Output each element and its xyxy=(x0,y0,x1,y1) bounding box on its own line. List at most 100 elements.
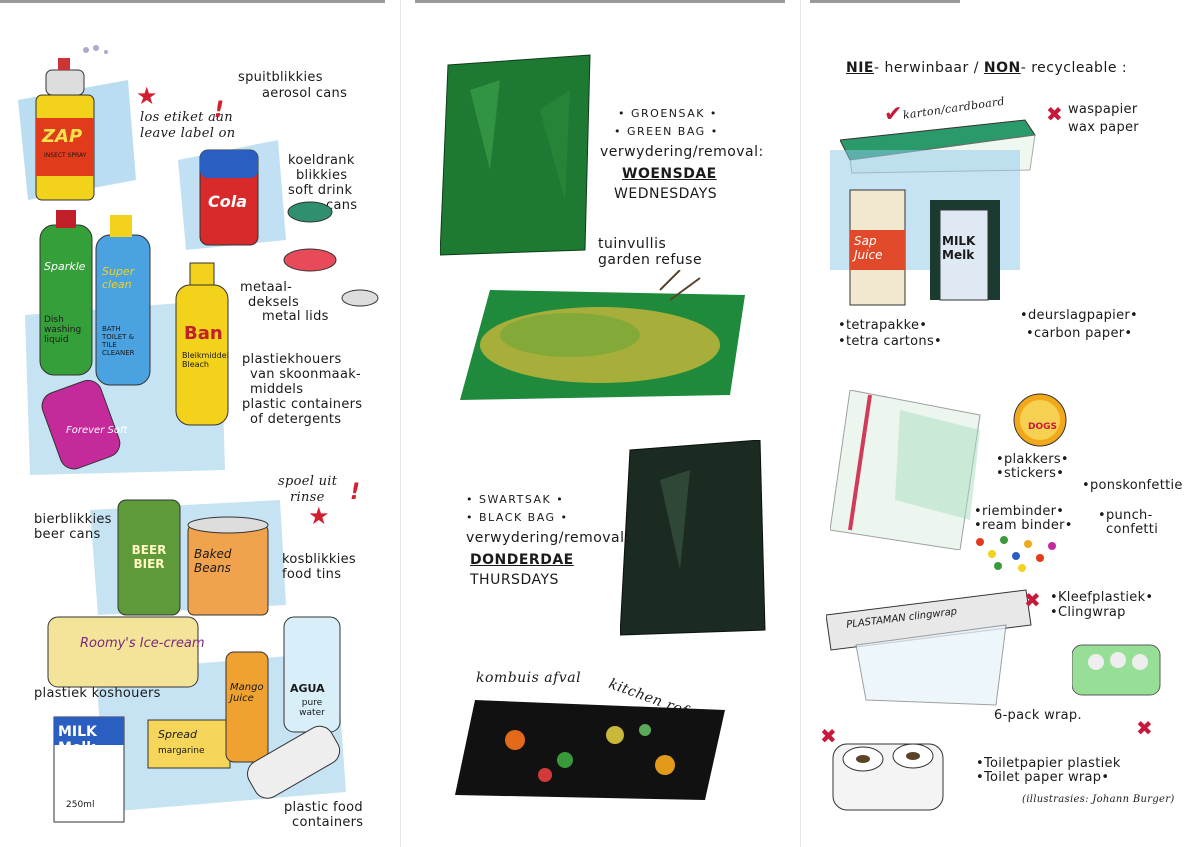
green-bag-en: • GREEN BAG • xyxy=(614,125,719,138)
detergent-b2-sub: BATH TOILET & TILE CLEANER xyxy=(102,325,135,357)
detergents-af-2: van skoonmaak- xyxy=(250,367,362,382)
detergents-en-2: of detergents xyxy=(250,412,342,427)
detergent-b1: Sparkle xyxy=(44,260,86,273)
milk-carton-label: MILK Melk xyxy=(58,724,97,756)
carbon-en: •carbon paper• xyxy=(1026,326,1133,341)
wax-af: waspapier xyxy=(1068,102,1138,117)
kitchen-refuse-af: kombuis afval xyxy=(476,670,582,686)
spread-label: Spread xyxy=(158,728,197,741)
milk-size: 250ml xyxy=(66,800,95,810)
black-removal: verwydering/removal: xyxy=(466,530,630,546)
top-edge-middle xyxy=(415,0,785,3)
beer-af: bierblikkies xyxy=(34,512,112,527)
food-tin-label: Baked Beans xyxy=(194,547,232,575)
aerosol-brand: ZAP xyxy=(42,126,83,147)
tetra-juice-label: Sap Juice xyxy=(854,234,883,262)
tins-en: food tins xyxy=(282,567,342,582)
green-day-en: WEDNESDAYS xyxy=(614,186,718,202)
six-pack-label: 6-pack wrap. xyxy=(994,708,1082,723)
beer-en: beer cans xyxy=(34,527,101,542)
toilet-paper-illustration xyxy=(828,734,948,814)
x-icon-left: ✖ xyxy=(820,724,837,748)
tetra-af: •tetrapakke• xyxy=(838,318,928,333)
lids-af-2: deksels xyxy=(248,295,300,310)
detergent-b1-sub: Dish washing liquid xyxy=(44,315,82,345)
soft-drink-en-1: soft drink xyxy=(288,183,353,198)
fold-line-2 xyxy=(800,0,801,847)
toilet-en: •Toilet paper wrap• xyxy=(976,770,1110,785)
dogs-sticker-icon: DOGS xyxy=(1012,392,1068,448)
aerosol-sub: INSECT SPRAY xyxy=(44,152,87,159)
ream-af: •riembinder• xyxy=(974,504,1065,519)
top-edge-right xyxy=(810,0,960,3)
plastic-containers-illustration: Roomy's Ice-cream MILK Melk 250ml Spread… xyxy=(36,612,356,832)
green-removal: verwydering/removal: xyxy=(600,144,764,160)
water-label-1: AGUA xyxy=(290,682,325,695)
garden-refuse-illustration xyxy=(460,270,750,410)
beer-can-label: BEER BIER xyxy=(131,543,167,571)
cling-af: •Kleefplastiek• xyxy=(1050,590,1154,605)
detergent-b3-sub: Bleikmiddel Bleach xyxy=(182,351,229,369)
soft-drink-brand: Cola xyxy=(208,192,248,211)
stickers-en: •stickers• xyxy=(996,466,1065,481)
water-label-2: pure water xyxy=(299,698,325,718)
six-pack-illustration xyxy=(1072,640,1162,700)
check-icon: ✔ xyxy=(884,102,903,127)
detergent-b2: Super clean xyxy=(102,265,135,291)
detergent-b3: Ban xyxy=(184,323,223,344)
non-recyclable-heading: NIE- herwinbaar / NON- recycleable : xyxy=(846,60,1128,76)
fold-line-1 xyxy=(400,0,401,847)
punch-af: •ponskonfettie xyxy=(1082,478,1183,493)
cling-en: •Clingwrap xyxy=(1050,605,1126,620)
plastic-en-2: containers xyxy=(292,815,364,830)
x-icon-wax: ✖ xyxy=(1046,102,1063,126)
aerosol-label-en: aerosol cans xyxy=(262,86,348,101)
star-icon-2: ★ xyxy=(308,502,330,530)
spread-sub: margarine xyxy=(158,746,205,756)
detergent-b4: Forever Soft xyxy=(66,425,128,436)
kitchen-refuse-illustration xyxy=(455,690,735,810)
ice-cream-label: Roomy's Ice-cream xyxy=(80,636,205,651)
tins-af: kosblikkies xyxy=(282,552,357,567)
lids-af-1: metaal- xyxy=(240,280,293,295)
rinse-en: rinse xyxy=(290,490,325,505)
tetra-carbon-illustration: Sap Juice MILK Melk xyxy=(830,150,1030,310)
star-icon: ★ xyxy=(136,82,158,110)
soft-drink-af-2: blikkies xyxy=(296,168,348,183)
stickers-af: •plakkers• xyxy=(996,452,1069,467)
top-edge-left xyxy=(0,0,385,3)
punch-en-2: confetti xyxy=(1106,522,1159,537)
detergents-en-1: plastic containers xyxy=(242,397,363,412)
beer-and-tins-illustration: BEER BIER Baked Beans xyxy=(90,495,290,625)
detergents-af-1: plastiekhouers xyxy=(242,352,342,367)
toilet-af: •Toiletpapier plastiek xyxy=(976,756,1121,771)
x-icon-right: ✖ xyxy=(1136,716,1153,740)
black-bag-af: • SWARTSAK • xyxy=(466,493,565,506)
aerosol-illustration: ZAP INSECT SPRAY xyxy=(18,40,138,210)
soft-drink-af-1: koeldrank xyxy=(288,153,355,168)
soft-drink-can-illustration: Cola xyxy=(178,140,288,260)
aerosol-note-af: los etiket aan xyxy=(140,110,233,125)
plastic-af: plastiek koshouers xyxy=(34,686,161,701)
green-bag-af: • GROENSAK • xyxy=(618,107,718,120)
aerosol-note-en: leave label on xyxy=(140,126,236,141)
rinse-af: spoel uit xyxy=(278,474,338,489)
tetra-milk-label: MILK Melk xyxy=(942,234,976,262)
wax-en: wax paper xyxy=(1068,120,1139,135)
green-bag-illustration xyxy=(440,50,600,260)
clingwrap-illustration: PLASTAMAN clingwrap xyxy=(826,585,1036,710)
exclamation-icon-2: ! xyxy=(350,480,361,505)
ream-binder-illustration xyxy=(830,390,990,550)
soft-drink-en-2: cans xyxy=(326,198,358,213)
juice-label: Mango Juice xyxy=(230,682,264,704)
tetra-en: •tetra cartons• xyxy=(838,334,942,349)
detergents-af-3: middels xyxy=(250,382,304,397)
x-icon-cling: ✖ xyxy=(1024,588,1041,612)
ream-en: •ream binder• xyxy=(974,518,1073,533)
punch-en-1: •punch- xyxy=(1098,508,1153,523)
exclamation-icon: ! xyxy=(214,98,225,123)
plastic-en-1: plastic food xyxy=(284,800,363,815)
carbon-af: •deurslagpapier• xyxy=(1020,308,1138,323)
garden-refuse-en: garden refuse xyxy=(598,252,703,268)
metal-lids-illustration xyxy=(280,200,390,310)
